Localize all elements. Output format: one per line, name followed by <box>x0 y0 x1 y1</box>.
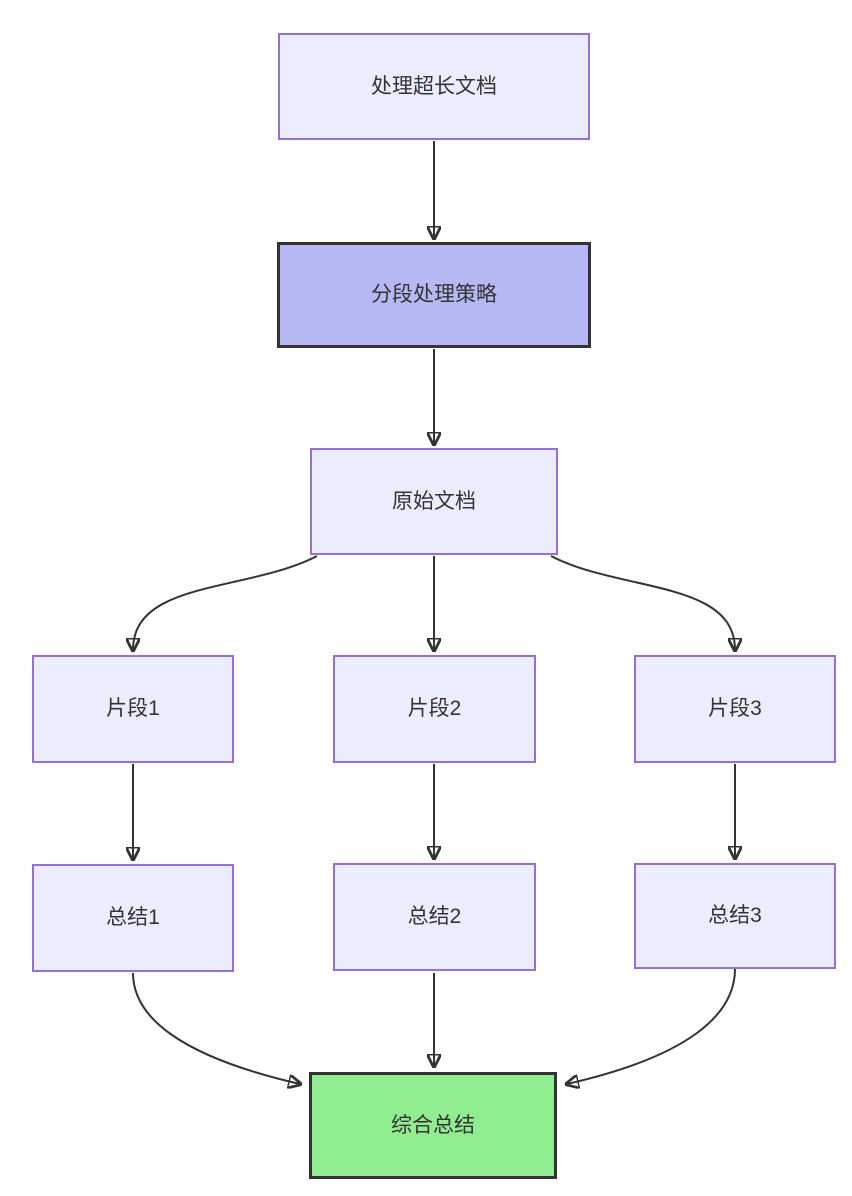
node-process-long-document: 处理超长文档 <box>278 33 590 140</box>
edge-sum1-to-final <box>132 972 300 1084</box>
node-original-document: 原始文档 <box>310 448 558 555</box>
node-label: 总结3 <box>708 904 762 928</box>
node-label: 片段3 <box>708 697 762 721</box>
node-summary-2: 总结2 <box>333 863 536 971</box>
node-label: 综合总结 <box>391 1113 475 1137</box>
node-segment-3: 片段3 <box>634 655 836 763</box>
edge-source-to-seg1 <box>133 555 318 650</box>
node-label: 总结1 <box>106 906 160 930</box>
edge-sum3-to-final <box>567 968 736 1084</box>
node-label: 分段处理策略 <box>371 283 497 307</box>
node-segment-1: 片段1 <box>32 655 234 763</box>
node-segment-2: 片段2 <box>333 655 536 763</box>
node-label: 总结2 <box>407 905 462 929</box>
node-label: 片段1 <box>106 697 160 721</box>
node-summary-1: 总结1 <box>32 864 234 972</box>
node-combined-summary: 综合总结 <box>309 1072 557 1179</box>
node-label: 原始文档 <box>392 489 476 513</box>
node-summary-3: 总结3 <box>634 863 836 969</box>
node-label: 片段2 <box>407 697 462 721</box>
node-segmentation-strategy: 分段处理策略 <box>277 242 591 348</box>
edge-source-to-seg3 <box>550 555 735 650</box>
node-label: 处理超长文档 <box>371 74 497 98</box>
